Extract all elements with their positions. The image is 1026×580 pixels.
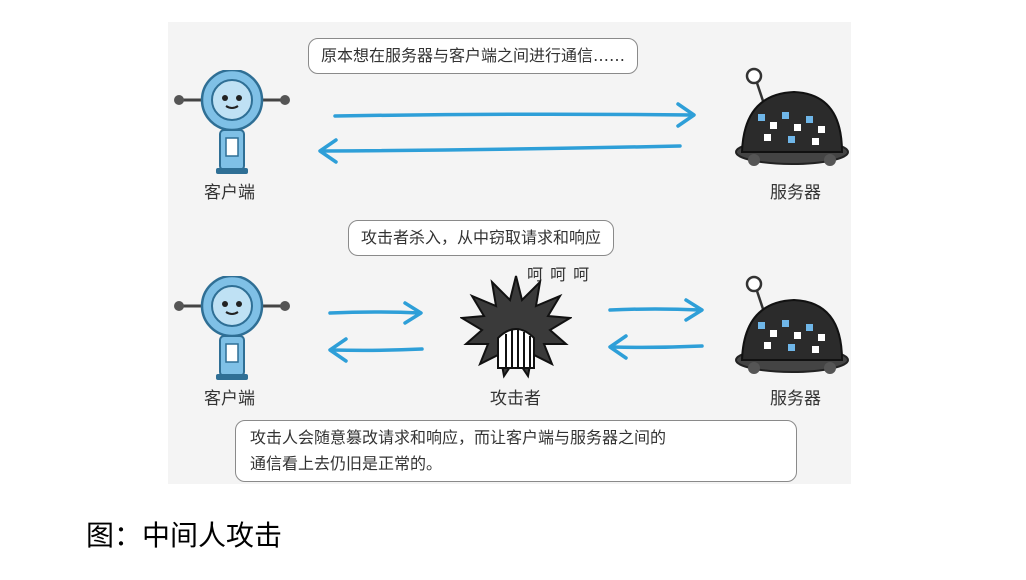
attacker-laugh-text: 呵 呵 呵	[527, 265, 591, 284]
client-label-bottom: 客户端	[204, 389, 255, 409]
server-label-top: 服务器	[770, 183, 821, 203]
client-robot-icon-bottom	[174, 276, 290, 380]
middle-speech-bubble: 攻击者杀入，从中窃取请求和响应	[348, 220, 615, 256]
client-label-top: 客户端	[204, 183, 255, 203]
server-dome-icon	[735, 67, 849, 166]
top-speech-bubble: 原本想在服务器与客户端之间进行通信……	[308, 38, 639, 74]
arrow-attacker-to-server	[608, 298, 704, 322]
arrow-client-to-server	[333, 102, 696, 128]
arrow-server-to-attacker	[608, 334, 704, 360]
attacker-label: 攻击者	[490, 389, 541, 409]
bottom-speech-bubble: 攻击人会随意篡改请求和响应，而让客户端与服务器之间的 通信看上去仍旧是正常的。	[235, 420, 797, 482]
server-label-bottom: 服务器	[770, 389, 821, 409]
arrow-attacker-to-client	[328, 337, 424, 363]
figure-caption: 图：中间人攻击	[86, 519, 283, 552]
arrow-server-to-client	[318, 138, 682, 164]
bottom-bubble-line2: 通信看上去仍旧是正常的。	[250, 454, 443, 473]
client-robot-icon	[174, 70, 290, 174]
bottom-bubble-line1: 攻击人会随意篡改请求和响应，而让客户端与服务器之间的	[250, 428, 667, 447]
server-dome-icon-bottom	[735, 275, 849, 374]
attacker-spiky-icon	[460, 275, 572, 379]
arrow-client-to-attacker	[328, 301, 423, 325]
